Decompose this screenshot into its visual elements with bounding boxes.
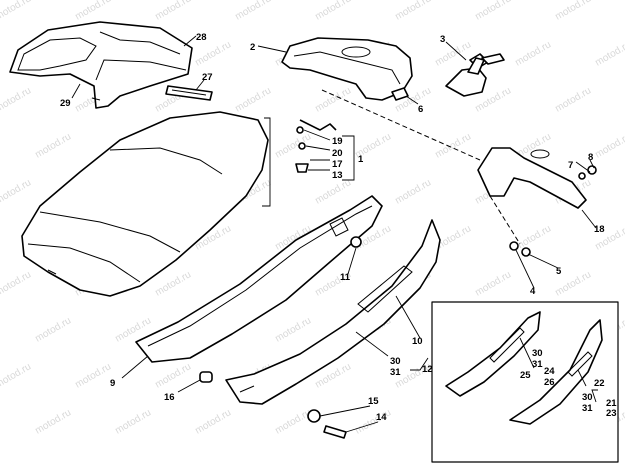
label-26: 26 bbox=[544, 377, 555, 388]
watermark-text: motod.ru bbox=[73, 0, 113, 23]
watermark-text: motod.ru bbox=[313, 177, 353, 206]
label-7: 7 bbox=[568, 160, 573, 171]
label-2: 2 bbox=[250, 42, 255, 53]
watermark-text: motod.ru bbox=[153, 361, 193, 390]
label-31-inset: 31 bbox=[532, 359, 543, 370]
label-3: 3 bbox=[440, 34, 445, 45]
label-22: 22 bbox=[594, 378, 605, 389]
label-6: 6 bbox=[418, 104, 423, 115]
watermark-text: motod.ru bbox=[353, 407, 393, 436]
watermark-text: motod.ru bbox=[513, 39, 553, 68]
watermark-text: motod.ru bbox=[73, 361, 113, 390]
watermark-text: motod.ru bbox=[273, 315, 313, 344]
watermark-text: motod.ru bbox=[193, 407, 233, 436]
label-30-inset-b: 30 bbox=[582, 392, 593, 403]
label-29: 29 bbox=[60, 98, 71, 109]
label-13: 13 bbox=[332, 170, 343, 181]
watermark-text: motod.ru bbox=[193, 39, 233, 68]
seat-lock-part bbox=[445, 53, 505, 97]
label-28: 28 bbox=[196, 32, 207, 43]
label-21: 21 bbox=[606, 398, 617, 409]
label-30: 30 bbox=[390, 356, 401, 367]
watermark-text: motod.ru bbox=[0, 269, 33, 298]
watermark-text: motod.ru bbox=[153, 0, 193, 23]
seat-part bbox=[21, 111, 269, 297]
watermark-text: motod.ru bbox=[553, 0, 593, 23]
watermark-text: motod.ru bbox=[593, 131, 625, 160]
label-8: 8 bbox=[588, 152, 593, 163]
assembly-guide-lines bbox=[262, 89, 521, 245]
watermark-text: motod.ru bbox=[233, 0, 273, 23]
label-5: 5 bbox=[556, 266, 562, 277]
watermark-text: motod.ru bbox=[313, 85, 353, 114]
part-number-labels: 28 29 27 2 3 6 19 20 17 13 1 7 8 18 5 4 … bbox=[60, 32, 617, 423]
label-23: 23 bbox=[606, 408, 617, 419]
label-14: 14 bbox=[376, 412, 387, 423]
watermark-text: motod.ru bbox=[393, 177, 433, 206]
leader-lines bbox=[71, 35, 598, 433]
label-30-inset: 30 bbox=[532, 348, 543, 359]
watermark-text: motod.ru bbox=[153, 269, 193, 298]
label-1: 1 bbox=[358, 154, 364, 165]
watermark-text: motod.ru bbox=[513, 223, 553, 252]
watermark-text: motod.ru bbox=[473, 0, 513, 23]
watermark-text: motod.ru bbox=[273, 407, 313, 436]
label-31: 31 bbox=[390, 367, 401, 378]
left-side-panel-part bbox=[135, 195, 383, 363]
label-19: 19 bbox=[332, 136, 343, 147]
watermark-text: motod.ru bbox=[433, 131, 473, 160]
label-11: 11 bbox=[340, 272, 351, 283]
watermark-text: motod.ru bbox=[473, 269, 513, 298]
label-10: 10 bbox=[412, 336, 423, 347]
bracket-18-part bbox=[477, 147, 587, 209]
watermark-text: motod.ru bbox=[33, 407, 73, 436]
bolt-6-part bbox=[391, 87, 409, 101]
watermark-text: motod.ru bbox=[593, 39, 625, 68]
watermark-text: motod.ru bbox=[0, 177, 33, 206]
rubber-strip-part bbox=[165, 85, 213, 101]
watermark-text: motod.ru bbox=[113, 407, 153, 436]
watermark-text: motod.ru bbox=[0, 85, 33, 114]
label-27: 27 bbox=[202, 72, 213, 83]
watermark-text: motod.ru bbox=[33, 131, 73, 160]
watermark-text: motod.ru bbox=[0, 361, 33, 390]
tail-cowl-part bbox=[9, 21, 193, 109]
watermark-text: motod.ru bbox=[233, 85, 273, 114]
label-25: 25 bbox=[520, 370, 531, 381]
label-4: 4 bbox=[530, 286, 536, 297]
label-16: 16 bbox=[164, 392, 175, 403]
watermark-text: motod.ru bbox=[33, 315, 73, 344]
label-20: 20 bbox=[332, 148, 343, 159]
label-9: 9 bbox=[110, 378, 115, 389]
label-12: 12 bbox=[422, 364, 433, 375]
watermark-text: motod.ru bbox=[553, 85, 593, 114]
label-24: 24 bbox=[544, 366, 555, 377]
label-17: 17 bbox=[332, 159, 343, 170]
watermark-text: motod.ru bbox=[393, 0, 433, 23]
label-31-inset-b: 31 bbox=[582, 403, 593, 414]
watermark-text: motod.ru bbox=[313, 0, 353, 23]
label-15: 15 bbox=[368, 396, 379, 407]
right-side-panel-part bbox=[225, 219, 441, 405]
watermark-text: motod.ru bbox=[0, 0, 33, 23]
inset-box bbox=[431, 301, 619, 463]
label-18: 18 bbox=[594, 224, 605, 235]
